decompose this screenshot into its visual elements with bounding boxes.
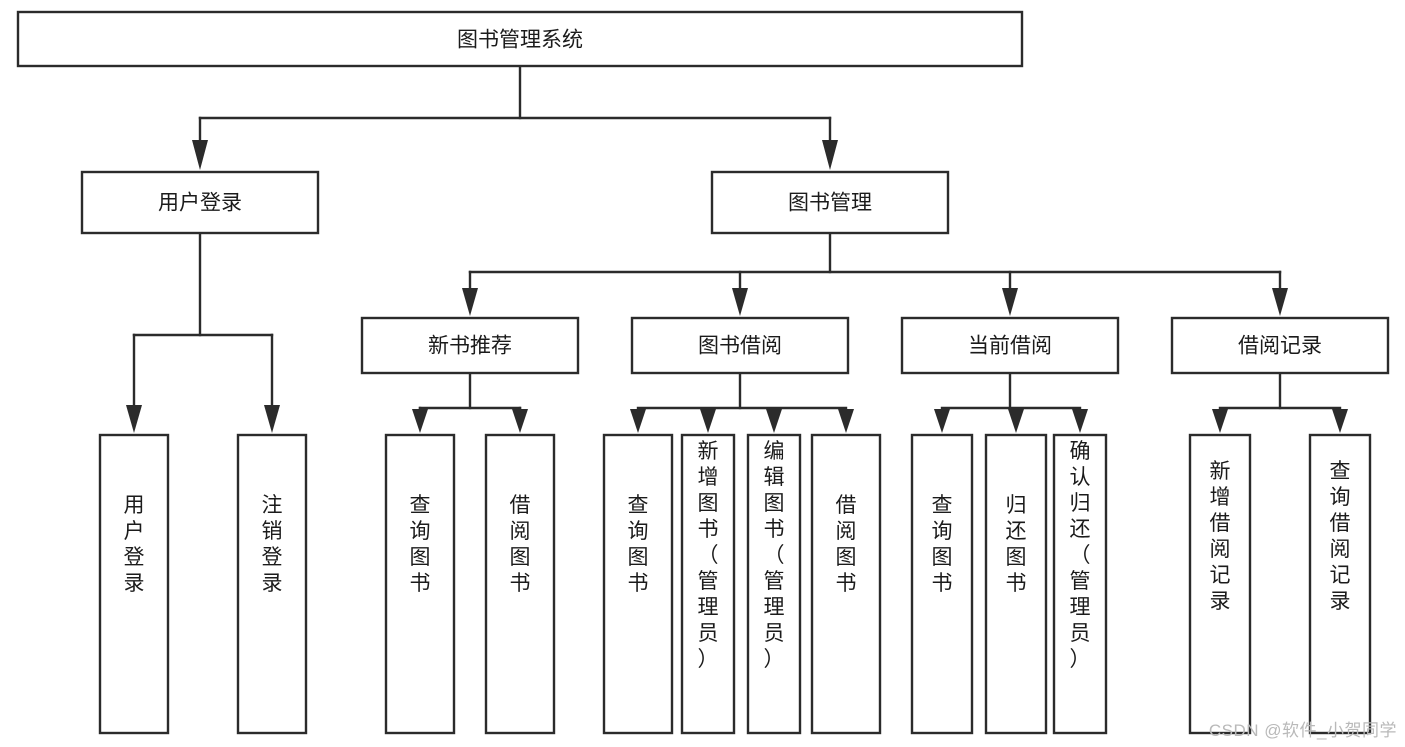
leaf-add-borrow-record-label: 新增借阅记录 [1210, 460, 1231, 613]
arrow-head-leaf-query-book-2 [630, 409, 646, 433]
leaf-query-book-1-box[interactable] [384, 433, 456, 735]
arrow-head-leaf-return-book [1008, 409, 1024, 433]
leaf-borrow-book-1-box[interactable] [484, 433, 556, 735]
arrow-head-leaf-borrow-book-1 [512, 409, 528, 433]
leaf-borrow-book-2[interactable]: 借阅图书 [810, 433, 882, 735]
leaf-query-book-2[interactable]: 查询图书 [602, 433, 674, 735]
leaf-query-book-1-label: 查询图书 [410, 494, 431, 595]
leaf-borrow-book-1[interactable]: 借阅图书 [484, 433, 556, 735]
leaf-return-book[interactable]: 归还图书 [984, 433, 1048, 735]
leaf-borrow-book-2-box[interactable] [810, 433, 882, 735]
node-root-label: 图书管理系统 [457, 29, 583, 52]
arrow-head-user-login [192, 140, 208, 170]
arrow-head-leaf-query-book-3 [934, 409, 950, 433]
csdn-watermark: CSDN @软件_小贺同学 [1208, 721, 1397, 740]
arrow-head-leaf-edit-book [766, 409, 782, 433]
leaf-logout-box[interactable] [236, 433, 308, 735]
leaf-edit-book-admin-box[interactable] [746, 433, 802, 735]
arrow-head-leaf-user-login [126, 405, 142, 433]
leaf-add-book-admin-label: 新增图书（管理员） [698, 440, 719, 671]
arrow-head-book-borrow [732, 288, 748, 316]
node-user-login[interactable]: 用户登录 [80, 170, 320, 235]
arrow-head-book-mgmt [822, 140, 838, 170]
node-current-borrow[interactable]: 当前借阅 [900, 316, 1120, 375]
arrow-head-current-borrow [1002, 288, 1018, 316]
node-new-book-recommend-box[interactable] [360, 316, 580, 375]
node-borrow-record-label: 借阅记录 [1238, 335, 1322, 358]
leaf-borrow-book-1-label: 借阅图书 [510, 494, 531, 595]
leaf-return-book-box[interactable] [984, 433, 1048, 735]
arrow-head-leaf-query-record [1332, 409, 1348, 433]
leaf-logout-label: 注销登录 [262, 494, 283, 595]
leaf-add-book-admin[interactable]: 新增图书（管理员） [680, 433, 736, 735]
node-book-borrow-box[interactable] [630, 316, 850, 375]
leaf-add-book-admin-box[interactable] [680, 433, 736, 735]
leaf-user-login-label: 用户登录 [124, 494, 145, 595]
node-book-borrow-label: 图书借阅 [698, 335, 782, 358]
node-root-box[interactable] [16, 10, 1024, 68]
node-user-login-box[interactable] [80, 170, 320, 235]
arrow-head-leaf-borrow-book-2 [838, 409, 854, 433]
node-borrow-record[interactable]: 借阅记录 [1170, 316, 1390, 375]
leaf-query-borrow-record-box[interactable] [1308, 433, 1372, 735]
node-current-borrow-label: 当前借阅 [968, 335, 1052, 358]
arrow-head-leaf-add-book [700, 409, 716, 433]
arrow-head-leaf-add-record [1212, 409, 1228, 433]
node-book-management-box[interactable] [710, 170, 950, 235]
arrow-head-leaf-query-book-1 [412, 409, 428, 433]
arrow-head-leaf-logout [264, 405, 280, 433]
leaf-edit-book-admin[interactable]: 编辑图书（管理员） [746, 433, 802, 735]
leaf-confirm-return-admin-label: 确认归还（管理员） [1070, 440, 1091, 671]
leaf-query-book-2-label: 查询图书 [628, 494, 649, 595]
node-new-book-recommend-label: 新书推荐 [428, 335, 512, 358]
leaf-query-borrow-record[interactable]: 查询借阅记录 [1308, 433, 1372, 735]
leaf-query-book-2-box[interactable] [602, 433, 674, 735]
leaf-user-login-box[interactable] [98, 433, 170, 735]
leaf-confirm-return-admin-box[interactable] [1052, 433, 1108, 735]
leaf-return-book-label: 归还图书 [1006, 494, 1027, 595]
arrow-head-borrow-record [1272, 288, 1288, 316]
leaf-user-login[interactable]: 用户登录 [98, 433, 170, 735]
leaf-query-book-1[interactable]: 查询图书 [384, 433, 456, 735]
leaf-edit-book-admin-label: 编辑图书（管理员） [764, 440, 785, 671]
node-user-login-label: 用户登录 [158, 192, 242, 215]
leaf-query-borrow-record-label: 查询借阅记录 [1330, 460, 1351, 613]
node-current-borrow-box[interactable] [900, 316, 1120, 375]
leaf-confirm-return-admin[interactable]: 确认归还（管理员） [1052, 433, 1108, 735]
leaf-add-borrow-record[interactable]: 新增借阅记录 [1188, 433, 1252, 735]
node-root-system[interactable]: 图书管理系统 [16, 10, 1024, 68]
leaf-borrow-book-2-label: 借阅图书 [836, 494, 857, 595]
connector-layer [126, 64, 1348, 433]
leaf-add-borrow-record-box[interactable] [1188, 433, 1252, 735]
node-book-management-label: 图书管理 [788, 192, 872, 215]
leaf-query-book-3-box[interactable] [910, 433, 974, 735]
arrow-head-new-book-rec [462, 288, 478, 316]
node-new-book-recommend[interactable]: 新书推荐 [360, 316, 580, 375]
leaf-query-book-3-label: 查询图书 [932, 494, 953, 595]
leaf-query-book-3[interactable]: 查询图书 [910, 433, 974, 735]
node-book-borrow[interactable]: 图书借阅 [630, 316, 850, 375]
arrow-head-leaf-confirm-return [1072, 409, 1088, 433]
node-book-management[interactable]: 图书管理 [710, 170, 950, 235]
leaf-logout[interactable]: 注销登录 [236, 433, 308, 735]
node-borrow-record-box[interactable] [1170, 316, 1390, 375]
